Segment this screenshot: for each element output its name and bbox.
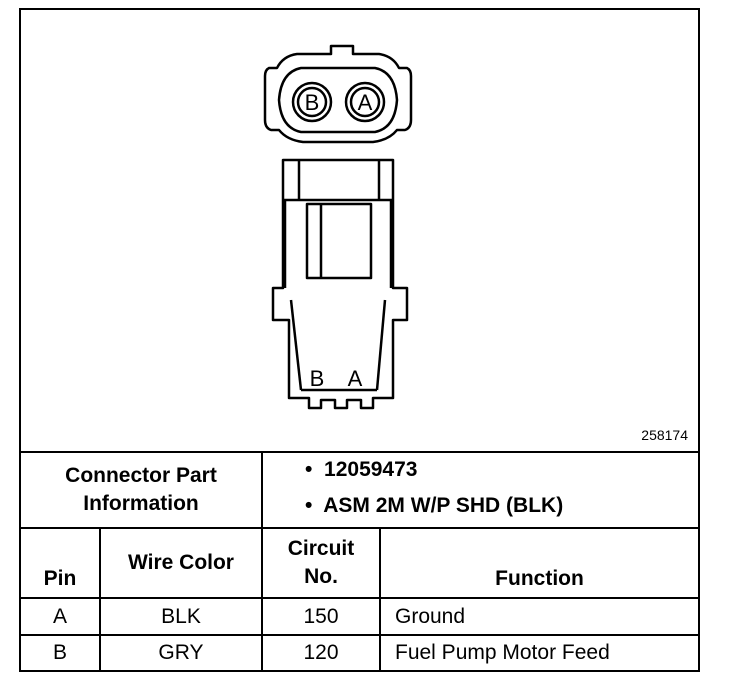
bullet: •	[305, 494, 313, 517]
row-b-wire-color: GRY	[158, 641, 204, 664]
header-circuit-line2: No.	[304, 565, 338, 588]
face-pin-b-label: B	[305, 90, 320, 115]
divider-part-info	[21, 527, 698, 529]
connector-diagram: B A B A 258174	[21, 10, 698, 451]
figure-number: 258174	[641, 427, 688, 443]
part-info-label-line2: Information	[83, 492, 199, 515]
divider-wire-col	[261, 527, 263, 670]
connector-side-outline	[271, 158, 409, 410]
row-b-function: Fuel Pump Motor Feed	[395, 641, 610, 664]
row-a-circuit: 150	[303, 604, 339, 628]
part-description-item: • ASM 2M W/P SHD (BLK)	[305, 494, 563, 518]
divider-circuit-col	[379, 527, 381, 670]
side-pin-a-label: A	[348, 366, 363, 391]
header-wire-color: Wire Color	[128, 551, 234, 574]
side-pin-b-label: B	[310, 366, 325, 391]
bullet: •	[305, 458, 313, 481]
part-description: ASM 2M W/P SHD (BLK)	[323, 494, 564, 517]
row-a-pin: A	[52, 604, 67, 628]
row-b-pin: B	[52, 641, 67, 664]
divider-row-a	[21, 634, 698, 636]
connector-face-inner	[277, 66, 399, 134]
header-circuit: Circuit No.	[263, 529, 379, 597]
connector-info-frame: B A B A 258174 Connector Part Informatio…	[19, 8, 700, 672]
part-number-item: • 12059473	[305, 458, 417, 482]
header-pin: Pin	[43, 567, 77, 590]
row-a-wire-color: BLK	[161, 604, 201, 628]
divider-part-col	[261, 451, 263, 527]
divider-pin-col	[99, 527, 101, 670]
row-a-function: Ground	[395, 604, 466, 628]
face-pin-a-label: A	[358, 90, 373, 115]
divider-diagram	[21, 451, 698, 453]
part-info-label: Connector Part Information	[21, 453, 261, 527]
header-circuit-line1: Circuit	[287, 537, 355, 560]
connector-illustration: B A B A	[263, 44, 413, 410]
part-info-label-line1: Connector Part	[65, 464, 217, 487]
divider-header	[21, 597, 698, 599]
part-number: 12059473	[324, 458, 418, 481]
header-function: Function	[495, 567, 584, 590]
row-b-circuit: 120	[303, 641, 339, 664]
connector-face-outline	[263, 44, 413, 144]
